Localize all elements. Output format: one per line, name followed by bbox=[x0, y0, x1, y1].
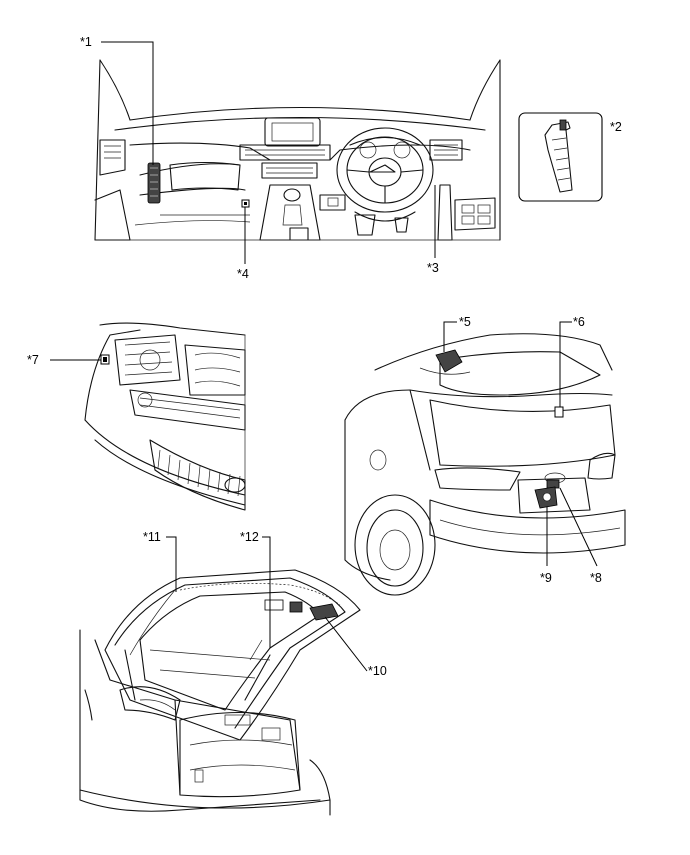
part-2-inset bbox=[518, 112, 603, 202]
callout-8: *8 bbox=[590, 571, 602, 585]
callout-labels: *1 *2 *3 *4 *5 *6 *7 *8 *9 *10 *11 *12 bbox=[27, 35, 622, 678]
callout-12: *12 bbox=[240, 530, 259, 544]
leader-lines bbox=[50, 41, 598, 672]
callout-5: *5 bbox=[459, 315, 471, 329]
callout-7: *7 bbox=[27, 353, 39, 367]
tailgate-open-view bbox=[79, 569, 361, 816]
callout-4: *4 bbox=[237, 267, 249, 281]
callout-3: *3 bbox=[427, 261, 439, 275]
rear-exterior-view bbox=[344, 333, 626, 596]
callout-10: *10 bbox=[368, 664, 387, 678]
engine-bay-view bbox=[84, 322, 246, 511]
callout-2: *2 bbox=[610, 120, 622, 134]
callout-1: *1 bbox=[80, 35, 92, 49]
callout-11: *11 bbox=[143, 530, 161, 544]
callout-6: *6 bbox=[573, 315, 585, 329]
callout-9: *9 bbox=[540, 571, 552, 585]
dashboard-view bbox=[94, 59, 501, 241]
